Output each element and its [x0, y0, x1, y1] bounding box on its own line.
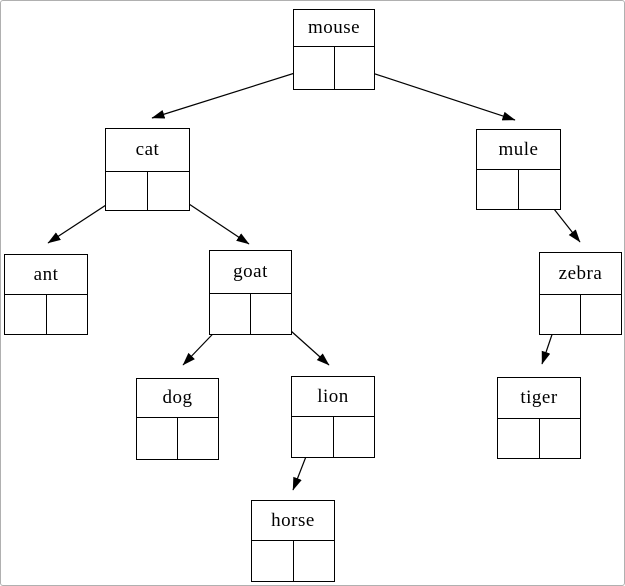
- tree-node-tiger: tiger: [497, 377, 581, 459]
- node-pointer-cells-dog: [137, 418, 218, 459]
- left-pointer-cell-cat: [106, 172, 148, 210]
- tree-node-dog: dog: [136, 378, 219, 460]
- tree-node-cat: cat: [105, 128, 190, 211]
- node-label-mule: mule: [477, 130, 560, 170]
- left-pointer-cell-tiger: [498, 419, 540, 458]
- node-label-dog: dog: [137, 379, 218, 418]
- tree-node-lion: lion: [291, 376, 375, 458]
- right-pointer-cell-mule: [519, 170, 560, 209]
- node-pointer-cells-mule: [477, 170, 560, 209]
- right-pointer-cell-goat: [251, 294, 291, 334]
- right-pointer-cell-horse: [294, 541, 335, 581]
- node-label-goat: goat: [210, 251, 291, 294]
- left-pointer-cell-dog: [137, 418, 178, 459]
- node-pointer-cells-cat: [106, 172, 189, 210]
- tree-node-mouse: mouse: [293, 9, 375, 90]
- tree-node-zebra: zebra: [539, 252, 622, 335]
- node-label-horse: horse: [252, 501, 334, 541]
- node-pointer-cells-tiger: [498, 419, 580, 458]
- left-pointer-cell-lion: [292, 417, 334, 457]
- edge-mouse-cat: [151, 66, 315, 119]
- node-pointer-cells-ant: [5, 295, 87, 334]
- node-label-ant: ant: [5, 255, 87, 295]
- right-pointer-cell-dog: [178, 418, 218, 459]
- tree-node-goat: goat: [209, 250, 292, 335]
- right-pointer-cell-zebra: [581, 295, 621, 334]
- left-pointer-cell-mule: [477, 170, 519, 209]
- left-pointer-cell-ant: [5, 295, 47, 334]
- node-pointer-cells-goat: [210, 294, 291, 334]
- right-pointer-cell-ant: [47, 295, 88, 334]
- right-pointer-cell-mouse: [335, 47, 375, 89]
- node-pointer-cells-lion: [292, 417, 374, 457]
- tree-node-horse: horse: [251, 500, 335, 582]
- left-pointer-cell-goat: [210, 294, 251, 334]
- right-pointer-cell-lion: [334, 417, 375, 457]
- node-pointer-cells-horse: [252, 541, 334, 581]
- edge-mouse-mule: [353, 66, 516, 121]
- left-pointer-cell-zebra: [540, 295, 581, 334]
- node-label-tiger: tiger: [498, 378, 580, 419]
- left-pointer-cell-horse: [252, 541, 294, 581]
- tree-node-ant: ant: [4, 254, 88, 335]
- right-pointer-cell-tiger: [540, 419, 581, 458]
- node-pointer-cells-zebra: [540, 295, 621, 334]
- node-label-cat: cat: [106, 129, 189, 172]
- node-label-lion: lion: [292, 377, 374, 417]
- right-pointer-cell-cat: [148, 172, 189, 210]
- node-label-mouse: mouse: [294, 10, 374, 47]
- node-label-zebra: zebra: [540, 253, 621, 295]
- node-pointer-cells-mouse: [294, 47, 374, 89]
- left-pointer-cell-mouse: [294, 47, 335, 89]
- tree-node-mule: mule: [476, 129, 561, 210]
